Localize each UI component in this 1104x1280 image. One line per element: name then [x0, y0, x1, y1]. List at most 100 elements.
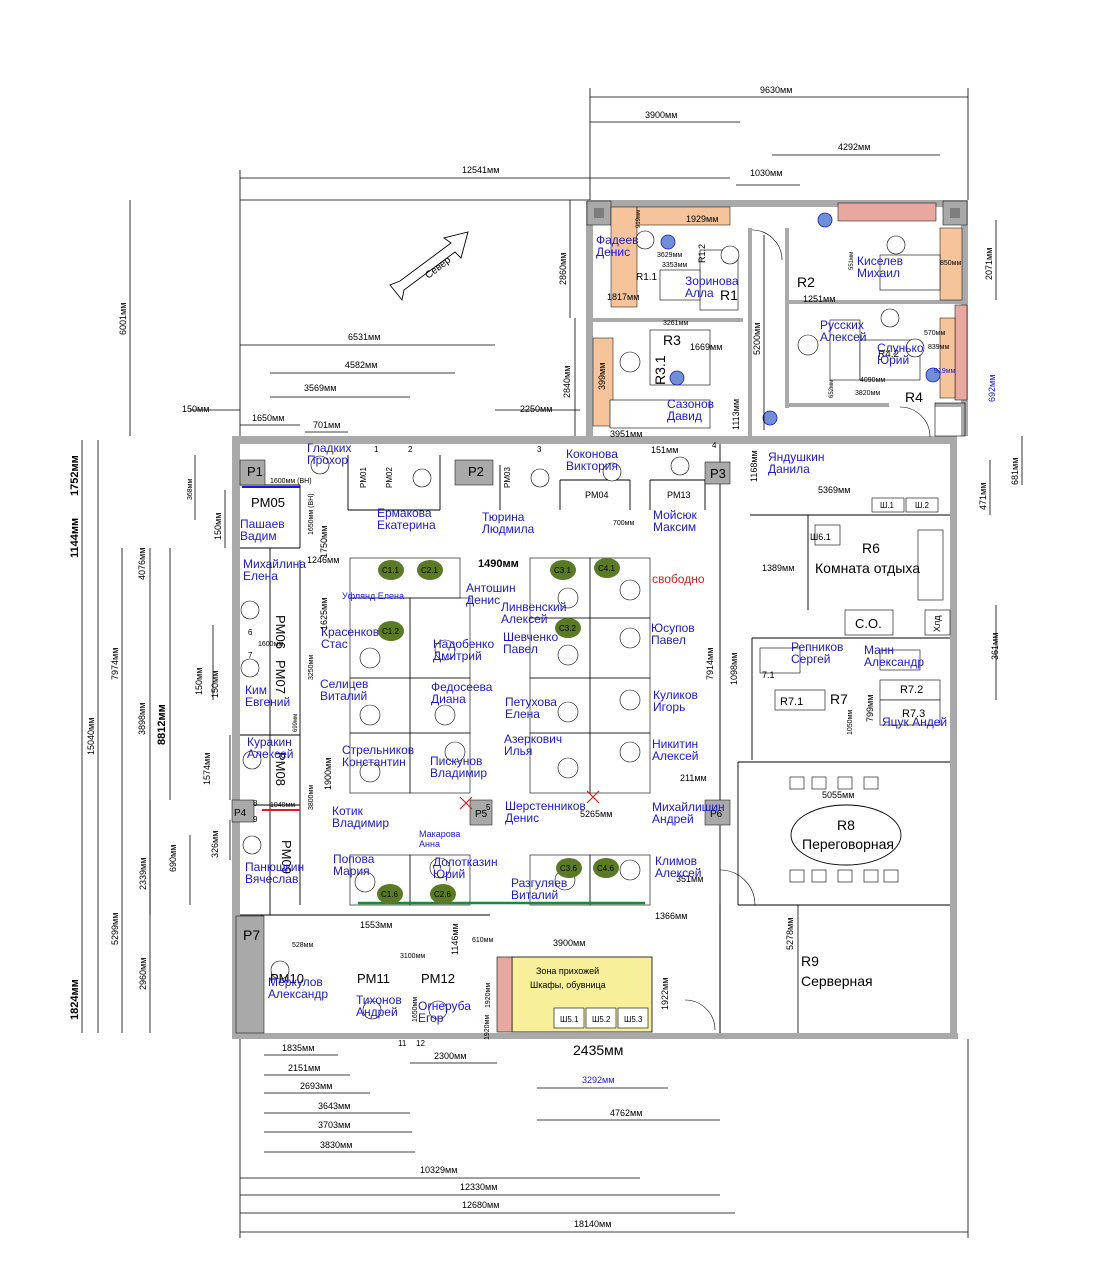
green-circles: [377, 558, 620, 904]
dim-2435: 2435мм: [573, 1042, 623, 1058]
dim-3292: 3292мм: [582, 1075, 614, 1085]
dim-3951: 3951мм: [610, 429, 642, 439]
dim-211: 211мм: [680, 773, 707, 783]
dim-3250: 3250мм: [308, 655, 315, 680]
dim-326: 326мм: [210, 831, 220, 858]
marker-4: 4: [712, 441, 717, 450]
dim-3353: 3353мм: [662, 262, 687, 269]
dim-1366: 1366мм: [655, 911, 687, 921]
dim-7914: 7914мм: [705, 648, 715, 680]
room-r73-label: R7.3: [902, 708, 925, 720]
dim-528: 528мм: [292, 942, 313, 949]
workplace-pm11-label: PM11: [357, 971, 390, 986]
dim-1817: 1817мм: [607, 292, 639, 302]
dim-1389: 1389мм: [762, 563, 794, 573]
dim-1113: 1113мм: [731, 399, 741, 430]
dim-351: 351мм: [676, 874, 703, 884]
person-yatsuk: Яцук Андей: [882, 715, 947, 729]
free-label: свободно: [652, 572, 705, 586]
dim-610: 610мм: [472, 937, 493, 944]
dim-1900: 1900мм: [323, 758, 333, 790]
workplace-pm06-label: PM06: [273, 615, 288, 649]
dimension-labels-top: 9630мм 3900мм 4292мм 12541мм 1030мм 6531…: [182, 85, 870, 430]
chairs-open-space: [240, 455, 690, 1020]
dim-399: 399мм: [597, 363, 607, 390]
marker-8: 8: [253, 799, 258, 808]
doors: [684, 229, 931, 1033]
r6-cabinets: [871, 497, 939, 513]
dim-1824: 1824мм: [69, 979, 81, 1020]
dimension-lines-left: [81, 200, 231, 1033]
room-r8-title: Переговорная: [802, 836, 894, 852]
marker-71: 7.1: [762, 670, 775, 680]
workplace-pm12-label: PM12: [421, 971, 455, 986]
room-co-label: С.О.: [855, 616, 882, 631]
room-r6-title: Комната отдыха: [815, 560, 920, 576]
cabinet-sh2-label: Ш.2: [915, 501, 930, 510]
dim-5278: 5278мм: [785, 918, 795, 950]
workplace-pm03-label: PM03: [503, 467, 512, 488]
pillar-p6-label: P6: [710, 809, 723, 820]
marker-5: 5: [486, 803, 491, 812]
dim-1553: 1553мм: [360, 920, 392, 930]
dimension-lines-top: [190, 88, 969, 440]
dim-692: 692мм: [987, 375, 997, 402]
dim-5265: 5265мм: [580, 809, 612, 819]
dim-570: 570мм: [924, 330, 945, 337]
dim-12541: 12541мм: [462, 165, 499, 175]
dim-368: 368мм: [187, 479, 194, 500]
dim-2300: 2300мм: [434, 1051, 466, 1061]
dim-4762: 4762мм: [610, 1108, 642, 1118]
dim-1574: 1574мм: [202, 753, 212, 785]
dim-3830: 3830мм: [320, 1140, 352, 1150]
room-r9-label: R9: [801, 953, 819, 969]
room-r3-label: R3: [663, 332, 681, 348]
marker-1: 1: [374, 445, 379, 454]
room-r2-label: R2: [797, 274, 815, 290]
dim-1920: 1920мм: [485, 983, 492, 1008]
dim-3100: 3100мм: [400, 953, 425, 960]
dim-150-c: 150мм: [210, 671, 220, 698]
pillar-p2-label: P2: [468, 464, 484, 479]
dim-850: 850мм: [940, 260, 961, 267]
dim-2840: 2840мм: [562, 366, 572, 398]
r7-desks: [759, 647, 941, 726]
room-r31-label: R3.1: [652, 355, 668, 385]
dim-1650-top: 1650мм: [252, 413, 284, 423]
inner-dimension-labels: 1929мм 3629мм 3353мм 1817мм 3261мм 1669м…: [258, 210, 961, 1040]
dim-5200: 5200мм: [752, 323, 762, 355]
marker-7: 7: [248, 651, 253, 660]
hall-zone-line2: Шкафы, обувница: [530, 980, 606, 990]
marker-6: 6: [248, 628, 253, 637]
workplace-pm08-label: PM08: [273, 752, 288, 786]
pillars: [231, 459, 731, 1034]
circle-label: C3.1: [554, 566, 571, 575]
dim-1922: 1922мм: [660, 978, 670, 1010]
room-r11-label: R1.1: [636, 272, 658, 283]
workplace-pm07-label: PM07: [273, 660, 288, 694]
dim-150-a: 150мм: [213, 513, 223, 540]
workplace-pm02-label: PM02: [385, 467, 394, 488]
dim-2960: 2960мм: [138, 958, 148, 990]
dim-1040: 1040мм: [270, 802, 295, 809]
dim-1246: 1246мм: [307, 555, 339, 565]
dim-3643: 3643мм: [318, 1101, 350, 1111]
dim-18140: 18140мм: [574, 1219, 611, 1229]
room-r6-label: R6: [862, 540, 880, 556]
marker-3: 3: [537, 445, 542, 454]
dim-12680: 12680мм: [462, 1200, 499, 1210]
